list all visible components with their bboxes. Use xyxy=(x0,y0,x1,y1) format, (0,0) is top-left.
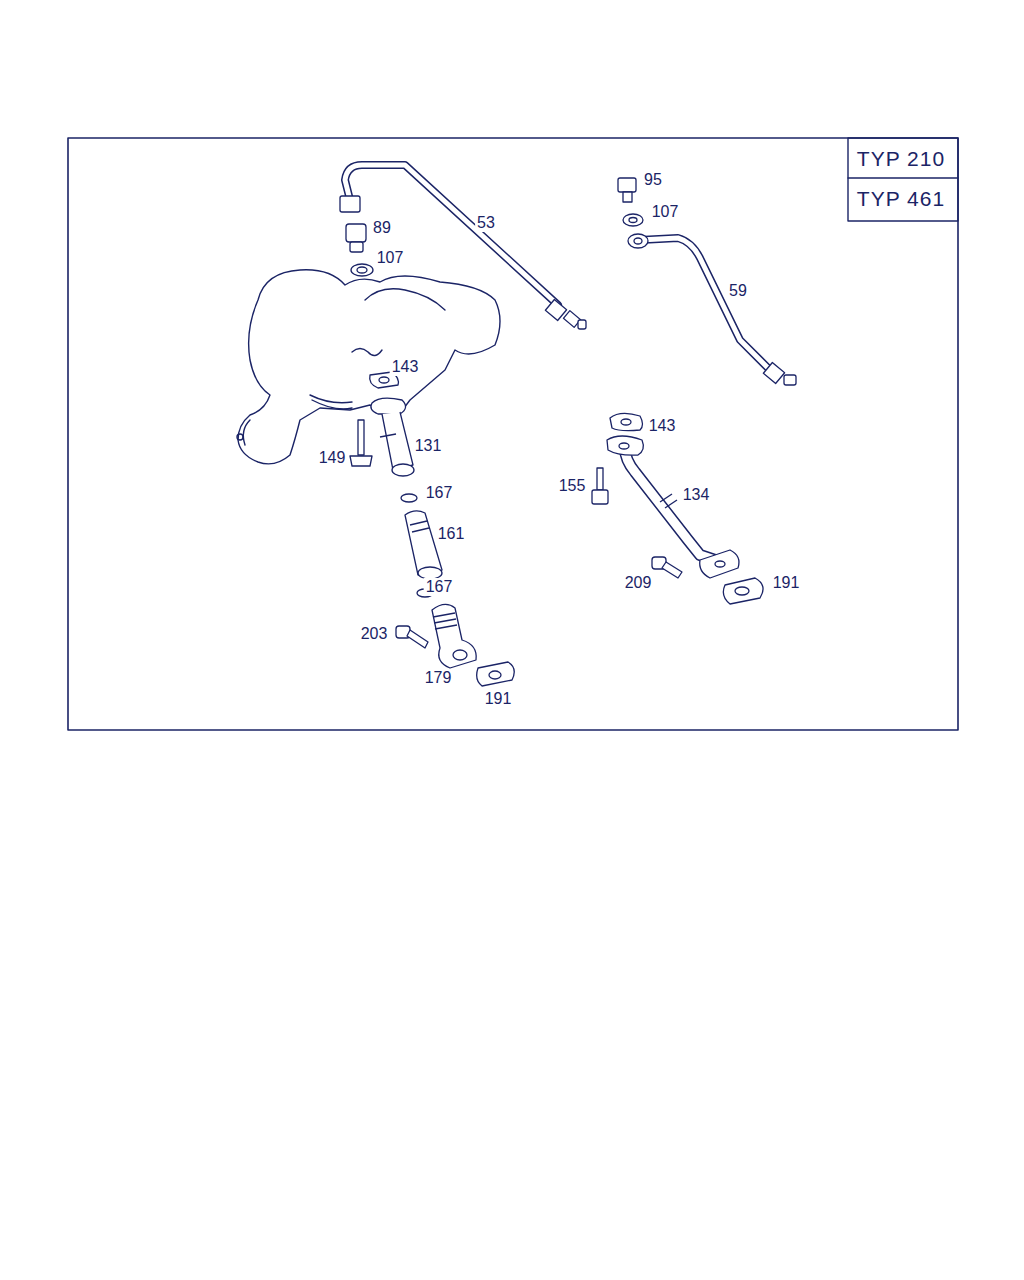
callout-number: 191 xyxy=(483,690,514,708)
callout-number: 209 xyxy=(623,574,654,592)
callout-number: 95 xyxy=(642,171,664,189)
callout-number: 179 xyxy=(423,669,454,687)
callout-number: 131 xyxy=(413,437,444,455)
turbocharger xyxy=(238,270,500,464)
callout-number: 191 xyxy=(771,574,802,592)
callout-number: 89 xyxy=(371,219,393,237)
callout-number: 149 xyxy=(317,449,348,467)
table-cell: TYP 210 xyxy=(855,147,947,170)
callout-number: 167 xyxy=(424,484,455,502)
callout-number: 161 xyxy=(436,525,467,543)
callout-number: 143 xyxy=(647,417,678,435)
callout-number: 107 xyxy=(375,249,406,267)
type-table xyxy=(848,138,958,221)
callout-number: 53 xyxy=(475,214,497,232)
callout-number: 134 xyxy=(681,486,712,504)
callout-number: 203 xyxy=(359,625,390,643)
frame xyxy=(68,138,958,730)
callout-number: 167 xyxy=(424,578,455,596)
callout-number: 155 xyxy=(557,477,588,495)
callout-number: 107 xyxy=(650,203,681,221)
callout-number: 143 xyxy=(390,358,421,376)
table-cell: TYP 461 xyxy=(855,187,947,210)
callout-number: 59 xyxy=(727,282,749,300)
